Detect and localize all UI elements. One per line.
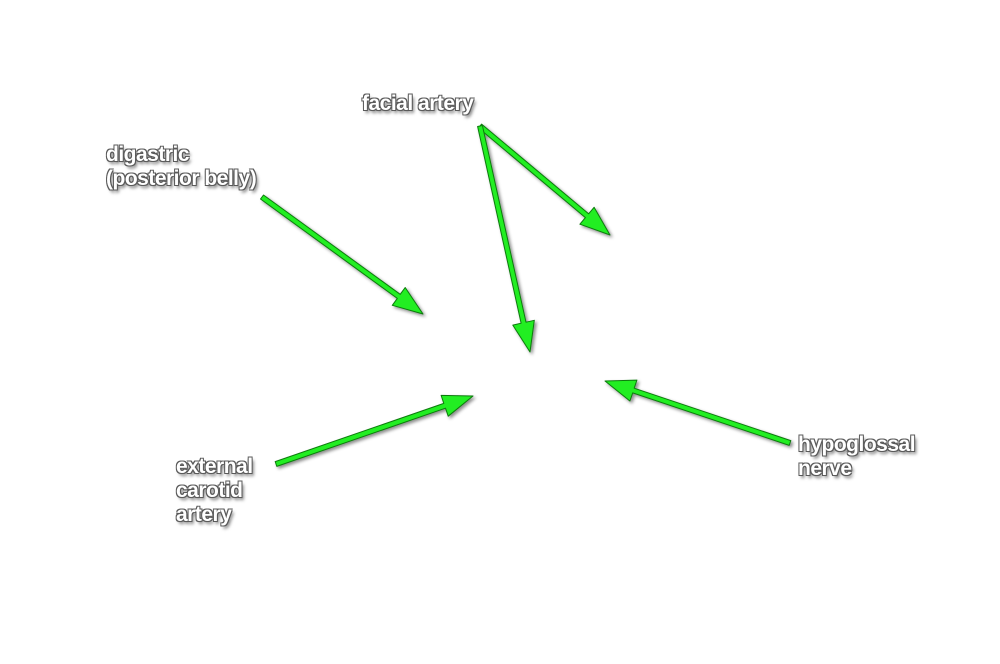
label-line: (posterior belly) (106, 167, 257, 190)
arrow-external-carotid (274, 394, 474, 467)
label-line: digastric (106, 143, 190, 166)
label-line: artery (176, 503, 232, 526)
label-line: nerve (798, 457, 852, 480)
label-facial-artery: facial artery (362, 92, 474, 116)
label-digastric-posterior-belly: digastric (posterior belly) (106, 143, 257, 191)
label-line: carotid (176, 479, 243, 502)
label-hypoglossal-nerve: hypoglossal nerve (798, 433, 916, 481)
label-line: external (176, 455, 253, 478)
arrow-hypoglossal (604, 379, 792, 446)
arrow-digastric (260, 194, 424, 315)
arrow-facial-artery-lower (477, 125, 535, 353)
label-line: hypoglossal (798, 433, 916, 456)
arrow-facial-artery-upper (477, 123, 611, 236)
label-external-carotid-artery: external carotid artery (176, 455, 253, 527)
label-line: facial artery (362, 92, 474, 115)
